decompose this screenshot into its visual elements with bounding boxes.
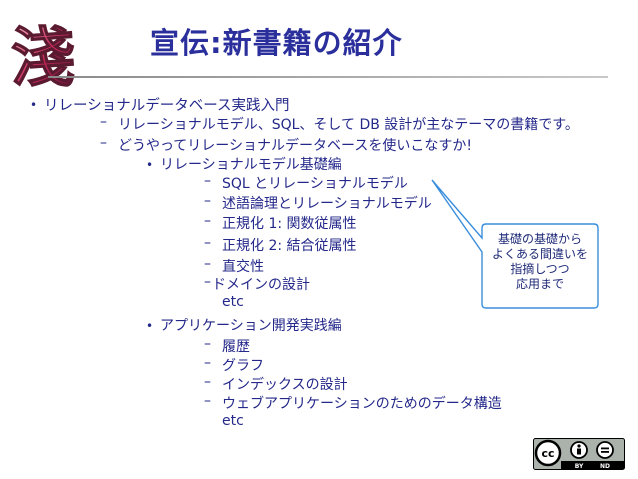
dash-icon: –: [204, 336, 211, 352]
section-item: ドメインの設計: [212, 277, 310, 293]
outline-sub-item: どうやってリレーショナルデータベースを使いこなすか!: [118, 138, 472, 154]
outline-top-bullet: リレーショナルデータベース実践入門: [44, 98, 290, 114]
attribution-icon: BY: [570, 441, 588, 470]
section-item: etc: [222, 294, 244, 310]
logo-glyph: 淺: [11, 21, 75, 96]
dash-icon: –: [204, 173, 211, 189]
section-item: 正規化 2: 結合従属性: [222, 238, 357, 254]
dash-icon: –: [204, 393, 211, 409]
section-item: etc: [222, 413, 244, 429]
speech-bubble-icon: [431, 179, 599, 309]
section-item: 述語論理とリレーショナルモデル: [222, 196, 432, 212]
callout-line: よくある間違いを: [491, 247, 588, 261]
dash-icon: –: [204, 193, 211, 209]
no-derivatives-icon: ND: [596, 441, 614, 470]
title-divider: [48, 76, 608, 78]
cc-license-badge[interactable]: cc BY ND: [533, 438, 625, 470]
page-title: 宣伝:新書籍の紹介: [150, 26, 403, 60]
bullet-icon: •: [146, 319, 154, 333]
section-heading: アプリケーション開発実践編: [160, 318, 342, 334]
bullet-icon: •: [146, 158, 154, 172]
callout-line: 応用まで: [515, 277, 564, 291]
dash-icon: –: [204, 235, 211, 251]
callout-line: 指摘しつつ: [510, 262, 570, 276]
dash-icon: –: [100, 135, 107, 151]
section-heading: リレーショナルモデル基礎編: [160, 157, 342, 173]
section-item: 直交性: [222, 259, 264, 275]
dash-icon: –: [204, 213, 211, 229]
dash-icon: –: [204, 355, 211, 371]
section-item: ウェブアプリケーションのためのデータ構造: [222, 396, 502, 412]
section-item: 正規化 1: 関数従属性: [222, 216, 357, 232]
dash-icon: –: [204, 374, 211, 390]
section-item: インデックスの設計: [222, 377, 348, 393]
svg-text:BY: BY: [575, 463, 584, 470]
section-item: グラフ: [222, 358, 264, 374]
section-item: SQL とリレーショナルモデル: [222, 176, 408, 192]
svg-text:ND: ND: [600, 463, 610, 470]
kanji-logo-icon: 淺: [8, 14, 78, 98]
dash-icon: –: [100, 114, 107, 130]
callout-line: 基礎の基礎から: [497, 232, 582, 246]
section-item: 履歴: [222, 339, 250, 355]
cc-icon: cc: [534, 439, 562, 467]
svg-text:cc: cc: [541, 447, 554, 460]
dash-icon: –: [204, 256, 211, 272]
outline-sub-item: リレーショナルモデル、SQL、そして DB 設計が主なテーマの書籍です。: [118, 117, 579, 133]
bullet-icon: •: [30, 98, 38, 112]
callout-bubble: 基礎の基礎から よくある間違いを 指摘しつつ 応用まで: [430, 176, 605, 311]
dash-icon: –: [204, 274, 211, 290]
callout-text: 基礎の基礎から よくある間違いを 指摘しつつ 応用まで: [482, 232, 598, 292]
